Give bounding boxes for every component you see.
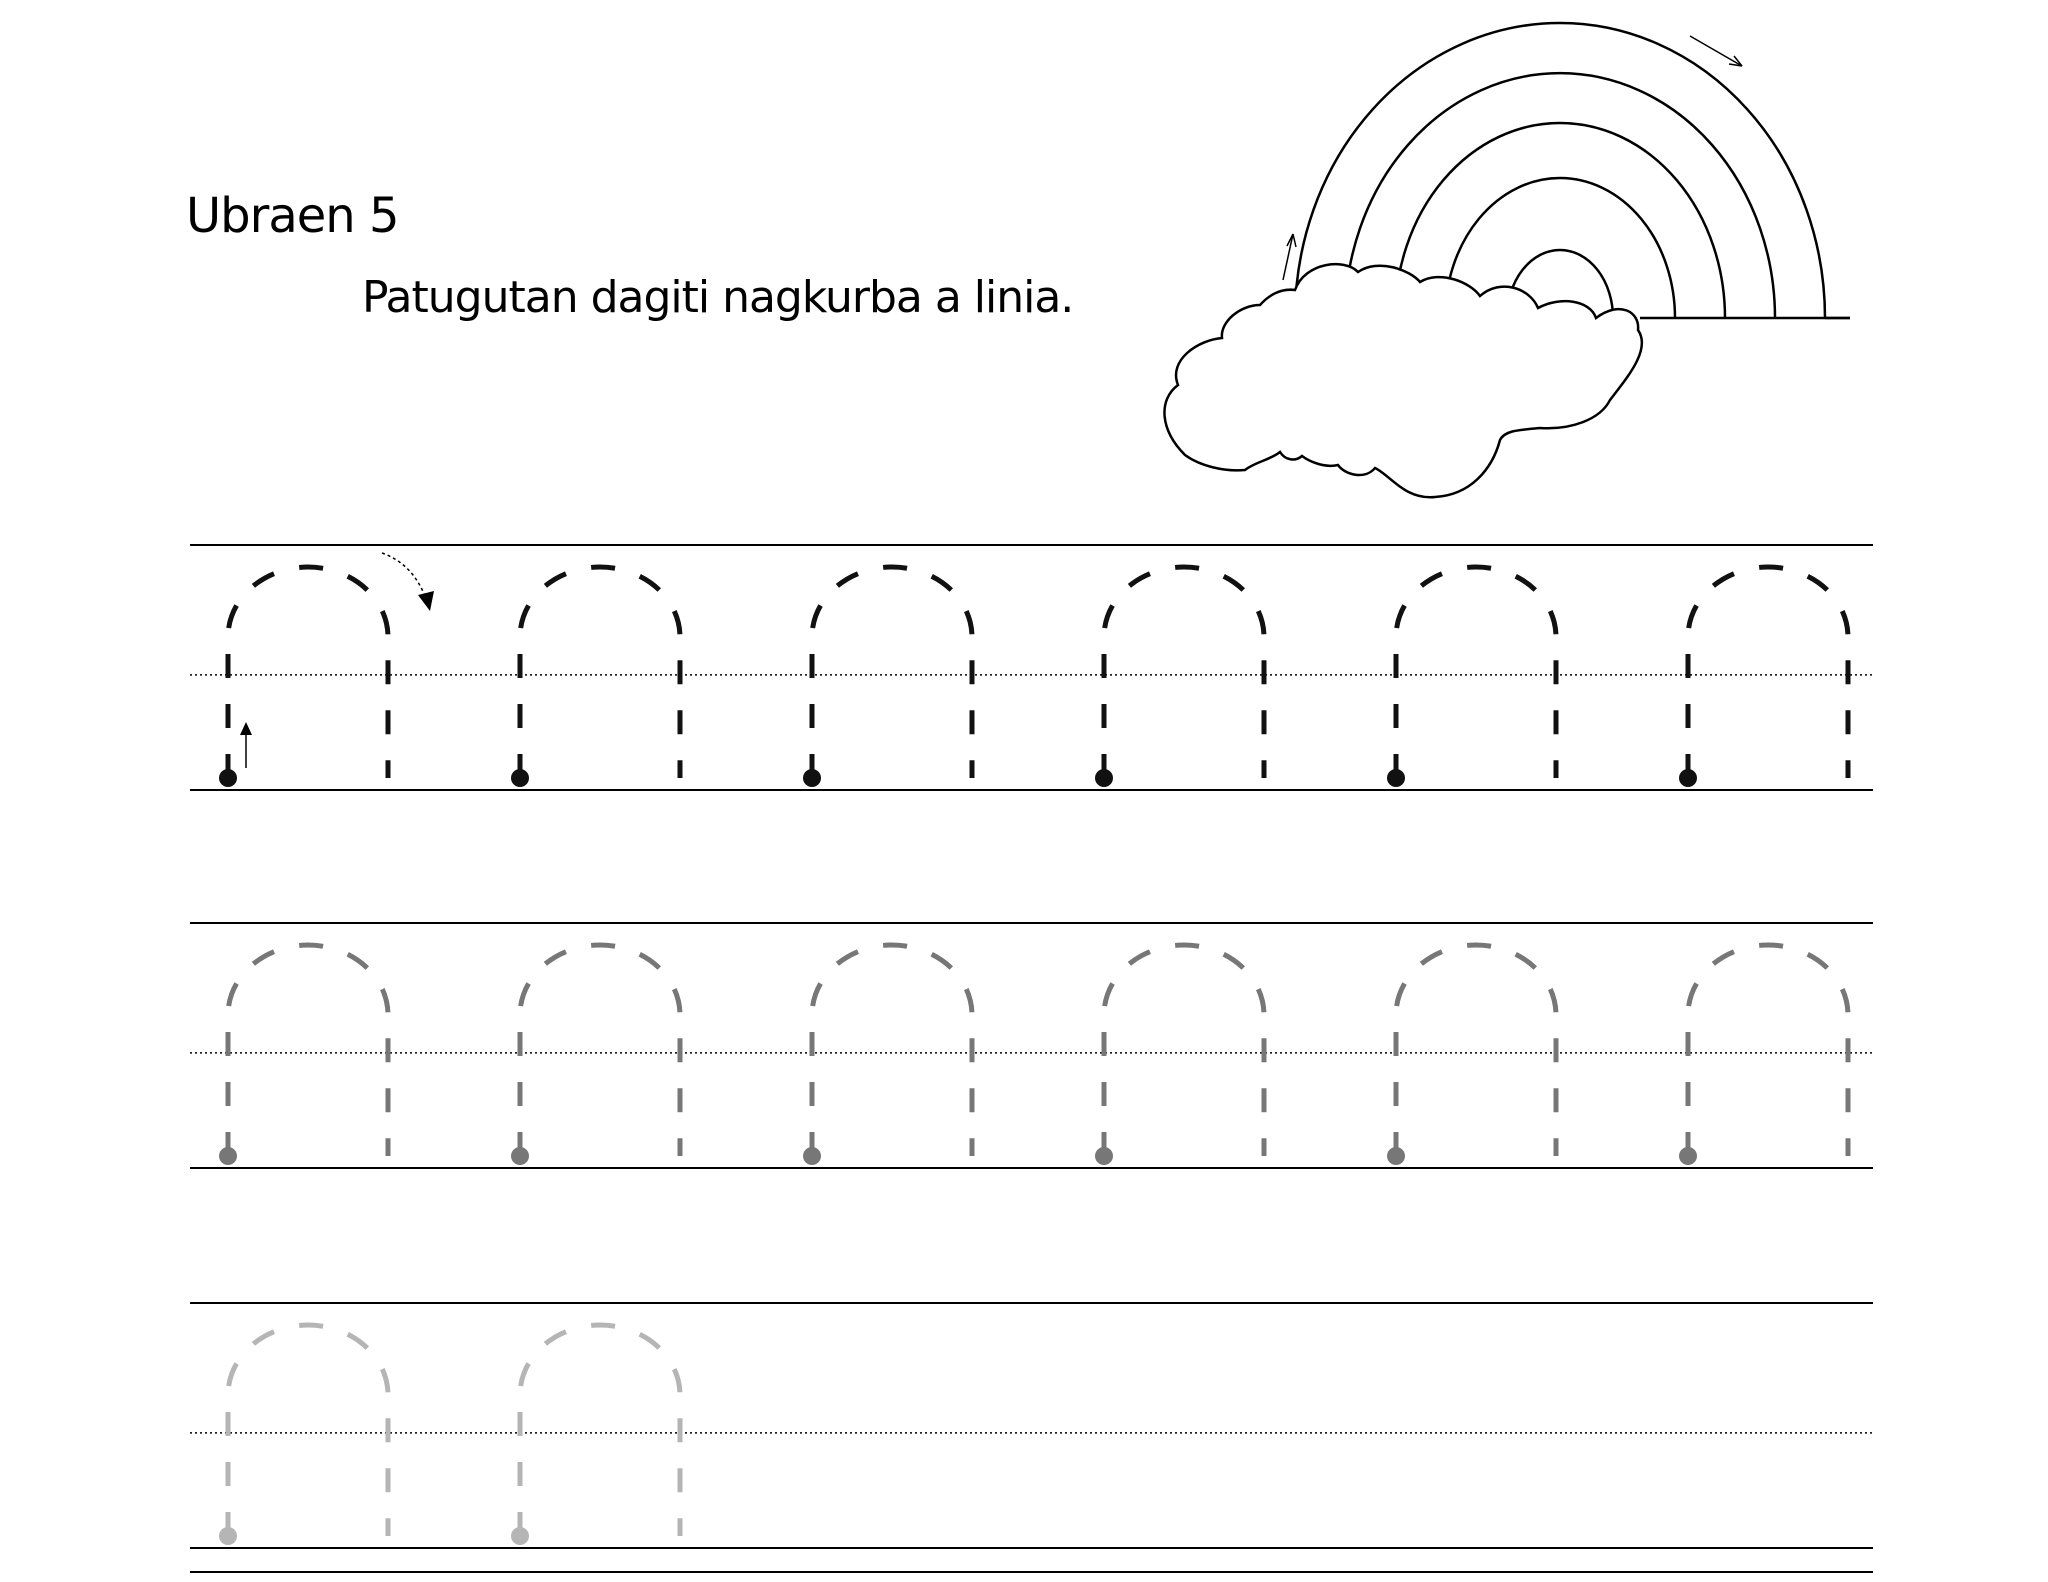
exercise-title: Ubraen 5 — [186, 188, 399, 244]
dashed-arch-path[interactable] — [809, 942, 975, 1156]
dashed-arch-path[interactable] — [1393, 564, 1559, 778]
start-dot-icon — [511, 1527, 529, 1545]
tracing-rows — [190, 544, 1873, 1573]
dashed-arch-path[interactable] — [225, 564, 391, 778]
start-dot-icon — [1679, 769, 1697, 787]
direction-arrow-icon — [1282, 233, 1294, 281]
start-dot-icon — [803, 1147, 821, 1165]
tracing-arch[interactable] — [511, 564, 683, 787]
tracing-arch[interactable] — [1679, 942, 1851, 1165]
dashed-arch-path[interactable] — [1101, 564, 1267, 778]
tracing-row — [190, 544, 1873, 791]
dashed-arch-path[interactable] — [225, 1322, 391, 1536]
start-dot-icon — [511, 1147, 529, 1165]
tracing-arch[interactable] — [511, 942, 683, 1165]
dashed-arch-path[interactable] — [517, 942, 683, 1156]
dashed-arch-path[interactable] — [225, 942, 391, 1156]
curve-arrow-icon — [381, 552, 429, 606]
tracing-row — [190, 1302, 1873, 1549]
tracing-arch[interactable] — [803, 564, 975, 787]
tracing-arch[interactable] — [1095, 942, 1267, 1165]
start-dot-icon — [1095, 1147, 1113, 1165]
rainbow-arc — [1343, 71, 1777, 319]
rainbow-arc — [1293, 21, 1827, 319]
dashed-arch-path[interactable] — [1101, 942, 1267, 1156]
dashed-arch-path[interactable] — [809, 564, 975, 778]
direction-arrow-icon — [1689, 35, 1743, 67]
start-dot-icon — [803, 769, 821, 787]
start-dot-icon — [511, 769, 529, 787]
start-dot-icon — [219, 769, 237, 787]
exercise-instruction: Patugutan dagiti nagkurba a linia. — [362, 272, 1074, 323]
start-dot-icon — [1387, 1147, 1405, 1165]
dashed-arch-path[interactable] — [517, 564, 683, 778]
tracing-arch[interactable] — [1095, 564, 1267, 787]
tracing-arch[interactable] — [803, 942, 975, 1165]
curve-arrowhead-icon — [418, 591, 434, 611]
tracing-arch[interactable] — [219, 1322, 391, 1545]
rainbow-arc — [1393, 121, 1727, 319]
dashed-arch-path[interactable] — [1393, 942, 1559, 1156]
tracing-row — [190, 922, 1873, 1169]
tracing-arch[interactable] — [1679, 564, 1851, 787]
start-dot-icon — [1095, 769, 1113, 787]
tracing-arch[interactable] — [219, 564, 391, 787]
start-dot-icon — [1387, 769, 1405, 787]
tracing-arch[interactable] — [511, 1322, 683, 1545]
start-dot-icon — [219, 1147, 237, 1165]
start-dot-icon — [219, 1527, 237, 1545]
tracing-arch[interactable] — [1387, 564, 1559, 787]
up-arrowhead-icon — [240, 722, 252, 735]
rainbow-arc — [1443, 176, 1677, 319]
dashed-arch-path[interactable] — [517, 1322, 683, 1536]
tracing-arch[interactable] — [1387, 942, 1559, 1165]
start-dot-icon — [1679, 1147, 1697, 1165]
dashed-arch-path[interactable] — [1685, 564, 1851, 778]
cloud-illustration — [1163, 262, 1644, 499]
dashed-arch-path[interactable] — [1685, 942, 1851, 1156]
tracing-arch[interactable] — [219, 942, 391, 1165]
